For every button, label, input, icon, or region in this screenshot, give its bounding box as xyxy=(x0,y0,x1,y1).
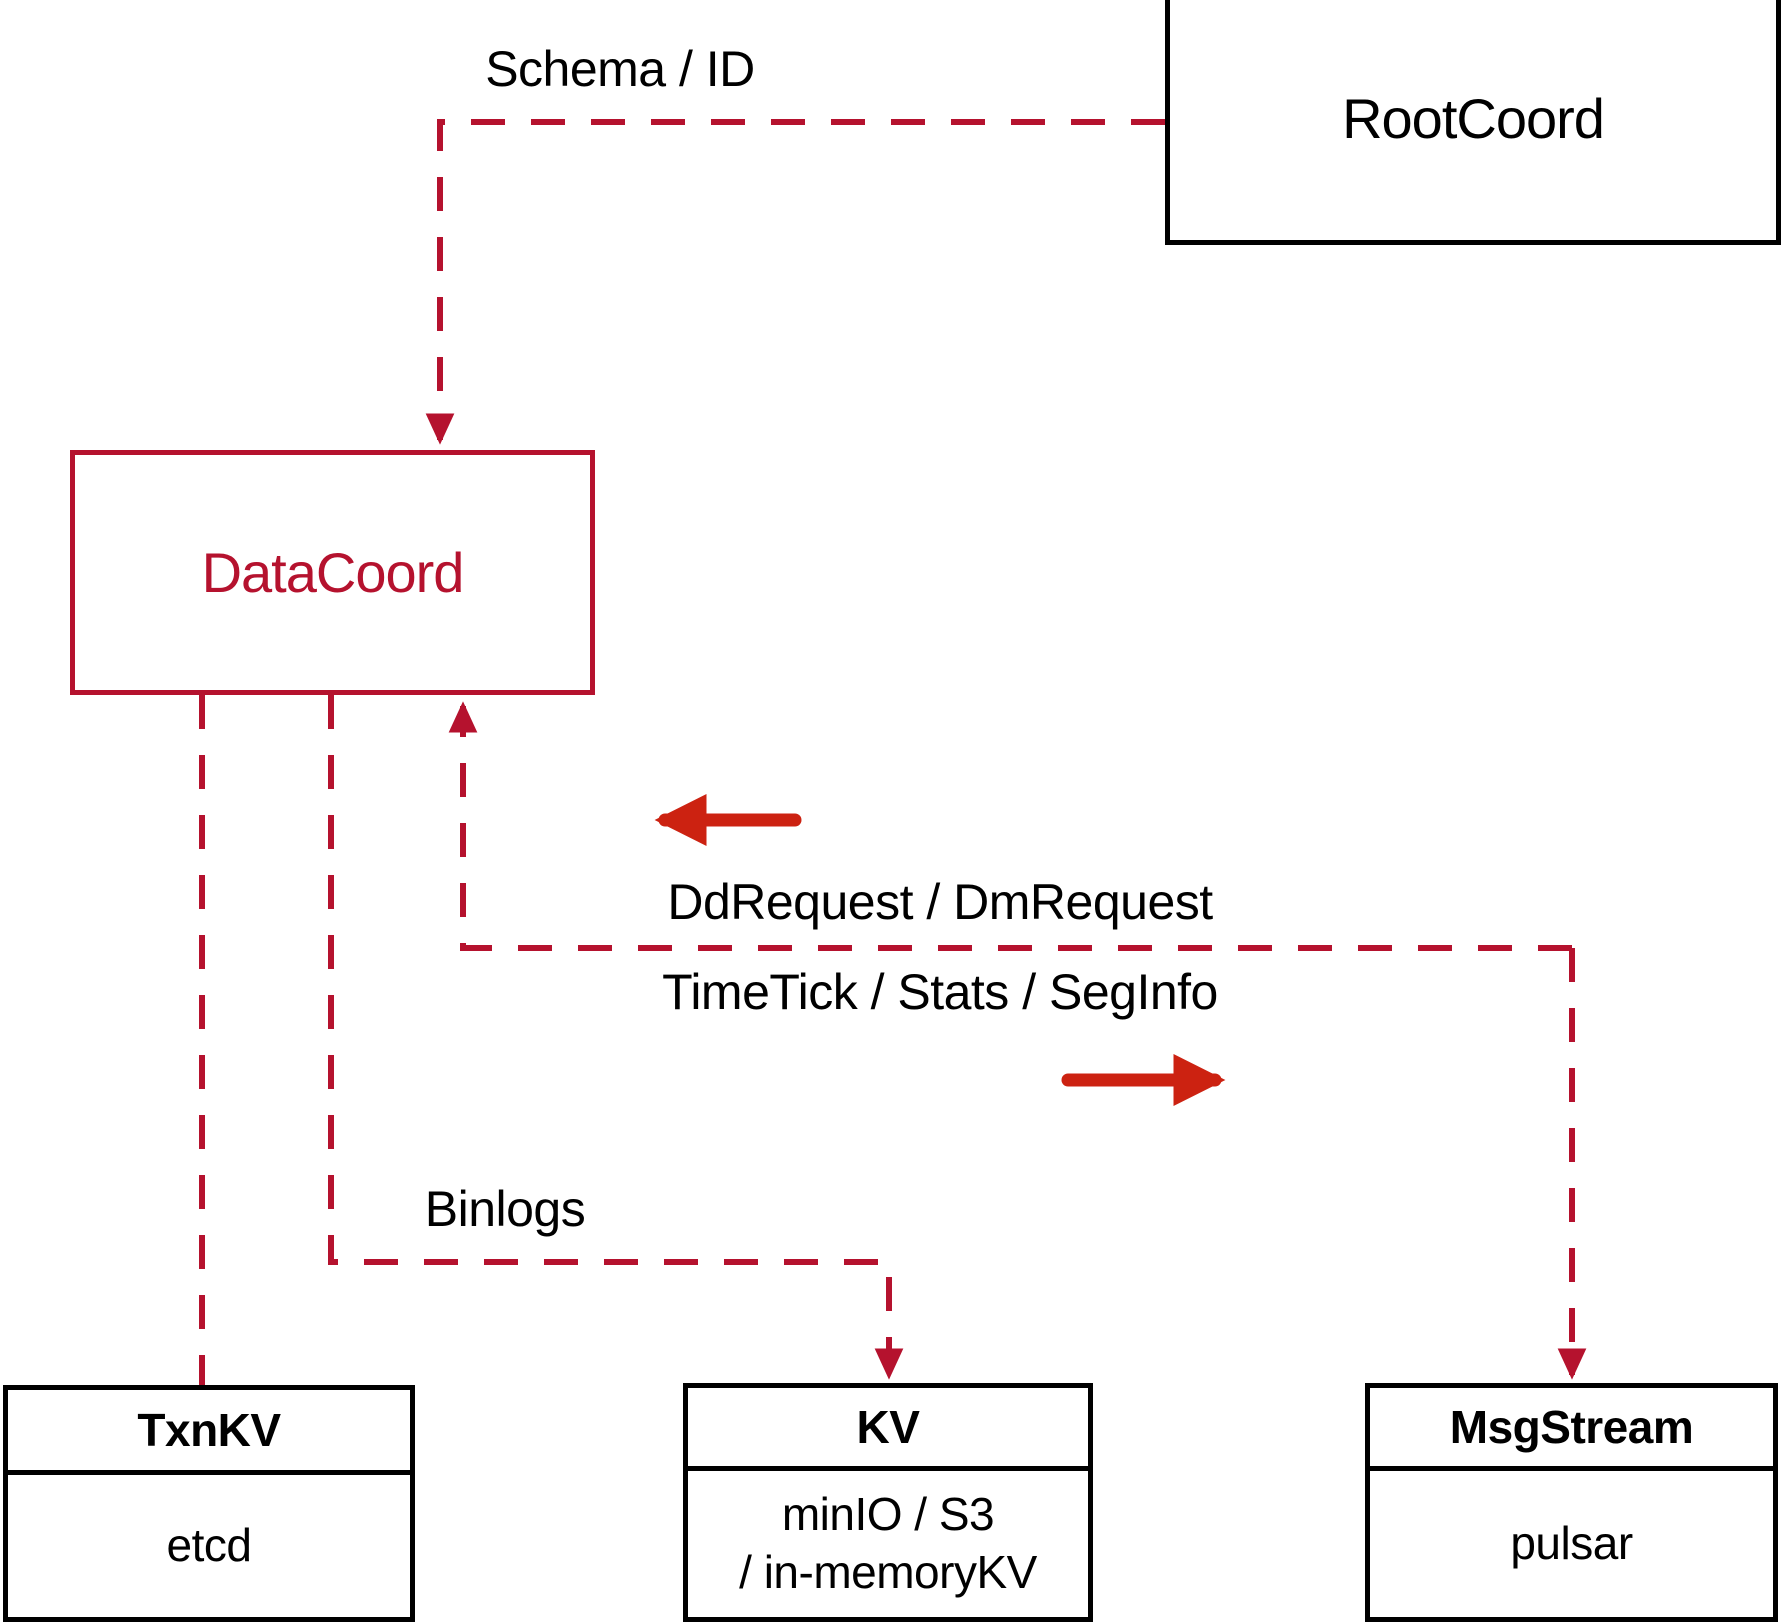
node-txnkv-title: TxnKV xyxy=(137,1404,281,1456)
node-kv[interactable]: KV minIO / S3 / in-memoryKV xyxy=(683,1383,1093,1622)
node-rootcoord-label: RootCoord xyxy=(1342,87,1605,150)
edge-label-binlogs: Binlogs xyxy=(424,1181,586,1237)
node-datacoord-label: DataCoord xyxy=(201,541,465,604)
node-kv-divider xyxy=(688,1466,1088,1471)
node-datacoord[interactable]: DataCoord xyxy=(70,450,595,695)
edge-schema-id xyxy=(425,119,1165,445)
edge-label-dd-dm-request: DdRequest / DmRequest xyxy=(667,874,1213,930)
edge-label-timetick-stats-seginfo: TimeTick / Stats / SegInfo xyxy=(662,964,1218,1020)
node-txnkv-divider xyxy=(8,1470,410,1475)
edge-binlogs xyxy=(328,695,904,1380)
node-msgstream-divider xyxy=(1370,1466,1773,1471)
node-kv-title: KV xyxy=(856,1401,920,1453)
node-txnkv[interactable]: TxnKV etcd xyxy=(3,1385,415,1622)
node-rootcoord[interactable]: RootCoord xyxy=(1165,0,1781,245)
node-msgstream-body-line: pulsar xyxy=(1510,1516,1633,1569)
node-kv-body-line: / in-memoryKV xyxy=(739,1545,1037,1598)
node-kv-body-line: minIO / S3 xyxy=(781,1488,995,1540)
node-msgstream[interactable]: MsgStream pulsar xyxy=(1365,1383,1778,1622)
node-txnkv-body-line: etcd xyxy=(166,1519,252,1572)
edge-label-schema-id: Schema / ID xyxy=(485,41,755,97)
node-msgstream-title: MsgStream xyxy=(1449,1401,1694,1453)
